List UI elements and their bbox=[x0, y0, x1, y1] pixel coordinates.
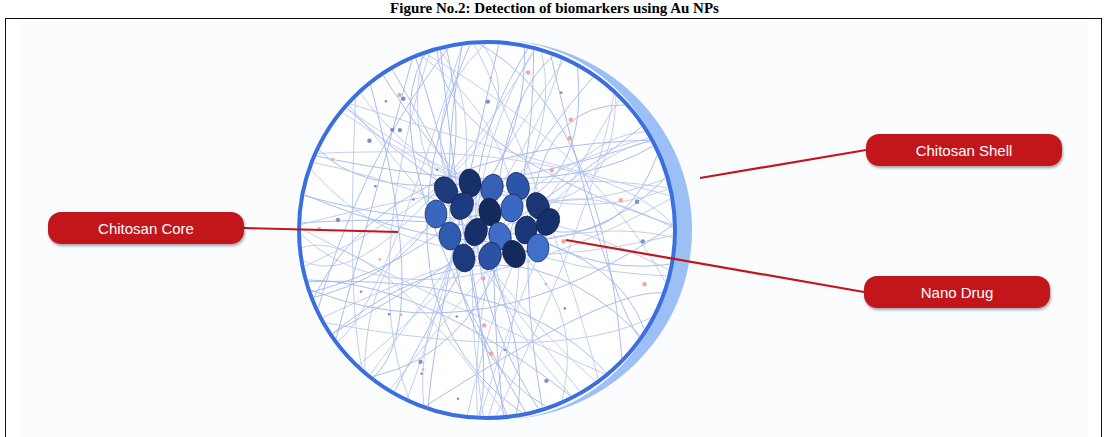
mesh-dot bbox=[388, 313, 391, 316]
mesh-fibre bbox=[496, 135, 663, 407]
mesh-dot bbox=[635, 200, 639, 204]
mesh-dot bbox=[481, 276, 485, 280]
mesh-dot bbox=[374, 185, 377, 188]
mesh-dot bbox=[390, 128, 394, 132]
mesh-dot bbox=[400, 314, 403, 317]
label-text: Chitosan Core bbox=[98, 220, 194, 237]
figure-ground bbox=[20, 22, 1089, 437]
leader-lines bbox=[244, 150, 866, 292]
label-text: Chitosan Shell bbox=[916, 142, 1013, 159]
mesh-dot bbox=[569, 117, 573, 121]
mesh-dot bbox=[385, 100, 388, 103]
drug-particle bbox=[476, 240, 504, 273]
mesh-dot bbox=[367, 139, 371, 143]
mesh-dot bbox=[545, 283, 548, 286]
mesh-dot bbox=[436, 168, 439, 171]
leader-line bbox=[700, 150, 866, 178]
drug-particle bbox=[527, 234, 549, 262]
mesh-fibre bbox=[331, 43, 416, 356]
drug-cluster bbox=[425, 168, 565, 274]
mesh-fibre bbox=[411, 293, 675, 415]
mesh-dot bbox=[378, 258, 381, 261]
leader-line bbox=[566, 240, 864, 292]
mesh-fibre bbox=[300, 159, 568, 417]
mesh-dot bbox=[489, 351, 493, 355]
drug-particle bbox=[451, 243, 477, 274]
label-pill: Nano Drug bbox=[864, 276, 1050, 308]
mesh-fibre bbox=[528, 105, 645, 422]
mesh-fibre bbox=[292, 31, 499, 273]
mesh-dot bbox=[563, 307, 566, 310]
mesh-dot bbox=[486, 99, 490, 103]
mesh-fibre bbox=[403, 39, 467, 411]
mesh-dot bbox=[642, 282, 646, 286]
label-pill: Chitosan Core bbox=[48, 212, 244, 244]
mesh-dot bbox=[398, 128, 402, 132]
leader-line bbox=[244, 228, 398, 232]
mesh-fibre bbox=[287, 192, 683, 280]
mesh-dot bbox=[550, 168, 554, 172]
mesh-dot bbox=[420, 372, 423, 375]
mesh-fibre bbox=[298, 33, 525, 295]
mesh-fibre bbox=[427, 30, 538, 423]
mesh-fibre bbox=[322, 265, 650, 346]
mesh-fibre bbox=[287, 222, 619, 381]
mesh-dot bbox=[418, 360, 422, 364]
mesh-dot bbox=[412, 198, 415, 201]
mesh-dot bbox=[456, 315, 459, 318]
mesh-fibre bbox=[306, 140, 665, 315]
mesh-dot bbox=[561, 239, 565, 243]
mesh-dot bbox=[482, 323, 486, 327]
mesh-dot bbox=[332, 158, 335, 161]
label-text: Nano Drug bbox=[921, 284, 994, 301]
mesh-dot bbox=[401, 96, 405, 100]
mesh-fibre bbox=[300, 35, 456, 301]
mesh-dot bbox=[560, 91, 563, 94]
mesh-dot bbox=[544, 379, 548, 383]
mesh-fibre bbox=[382, 141, 668, 400]
mesh-dot bbox=[336, 218, 340, 222]
mesh-dot bbox=[397, 93, 401, 97]
mesh-fibre bbox=[449, 31, 564, 415]
mesh-dot bbox=[489, 77, 492, 80]
mesh-fibre bbox=[362, 45, 563, 386]
mesh-dot bbox=[526, 70, 530, 74]
mesh-dot bbox=[422, 368, 425, 371]
figure-title: Figure No.2: Detection of biomarkers usi… bbox=[0, 0, 1109, 17]
mesh-fibre bbox=[308, 305, 672, 343]
label-pill: Chitosan Shell bbox=[866, 134, 1062, 166]
mesh-fibre bbox=[376, 64, 685, 267]
mesh-fibre bbox=[389, 37, 435, 417]
mesh-dot bbox=[360, 290, 363, 293]
mesh-dot bbox=[568, 136, 572, 140]
drug-particle bbox=[446, 189, 478, 224]
mesh-fibre bbox=[476, 87, 628, 429]
mesh-dot bbox=[457, 397, 460, 400]
mesh-dot bbox=[503, 349, 506, 352]
drug-particle bbox=[499, 237, 530, 271]
mesh-dot bbox=[641, 239, 645, 243]
mesh-dot bbox=[619, 198, 623, 202]
mesh-fibre bbox=[417, 40, 681, 277]
